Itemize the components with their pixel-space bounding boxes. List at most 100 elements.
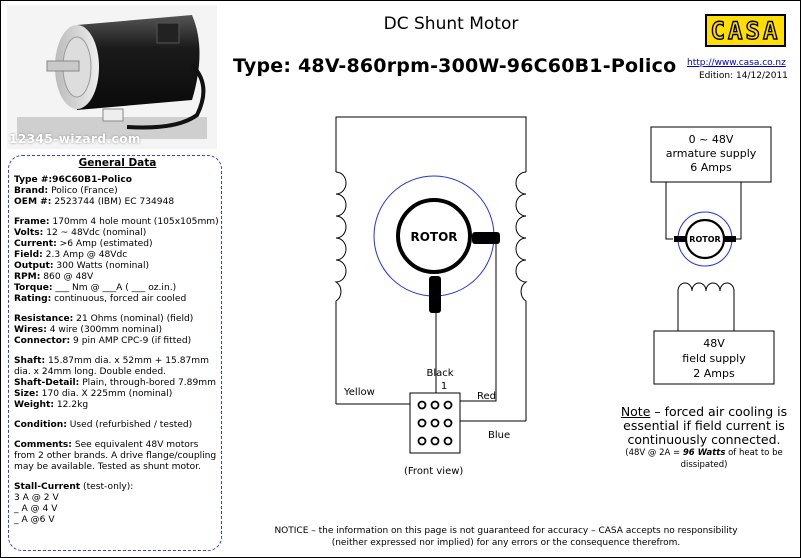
connector-pin [417, 418, 427, 428]
casa-logo-text: CASA [710, 16, 781, 45]
general-data-value: 9 pin AMP CPC-9 (if fitted) [70, 336, 192, 346]
armature-current: 6 Amps [690, 161, 732, 174]
general-data-value: 300 Watts (nominal) [53, 261, 150, 271]
general-data-label: Connector: [14, 336, 71, 346]
red-wire [460, 238, 497, 402]
armature-label: armature supply [666, 147, 757, 160]
connector-pin [443, 418, 453, 428]
motor-photo [7, 5, 217, 149]
field-coil-right [515, 171, 528, 302]
general-data-label: Volts: [14, 228, 44, 238]
general-data-value: _ A @ 4 V [14, 504, 58, 514]
armature-supply-box [650, 126, 772, 183]
general-data-label: Shaft-Detail: [14, 378, 80, 388]
blue-label: Blue [488, 430, 510, 441]
general-data-value: Polico (France) [48, 186, 118, 196]
general-data-value: 2.3 Amp @ 48Vdc [42, 250, 128, 260]
note-heat: (48V @ 2A = 96 Watts of heat to be dissi… [625, 448, 783, 470]
general-data-section: Frame: 170mm 4 hole mount (105x105mm)Vol… [14, 217, 221, 305]
general-data-label: Shaft: [14, 356, 46, 366]
general-data-row: Condition: Used (refurbished / tested) [14, 420, 221, 431]
general-data-label: Rating: [14, 294, 52, 304]
general-data-row: Volts: 12 ~ 48Vdc (nominal) [14, 228, 221, 239]
general-data-row: _ A @ 4 V [14, 504, 221, 515]
general-data-value: 15.87mm dia. x 52mm + 15.87mm dia. x 24m… [14, 356, 210, 377]
general-data-label: OEM #: [14, 197, 52, 207]
field-supply-box [653, 330, 775, 385]
general-data-label: Field: [14, 250, 43, 260]
note-text: – forced air cooling is essential if fie… [623, 404, 788, 447]
connector-pin [417, 436, 427, 446]
page-title: DC Shunt Motor [383, 14, 519, 34]
general-data-label: Type #:96C60B1-Polico [14, 175, 132, 185]
general-data-label: Resistance: [14, 314, 74, 324]
general-data-value: 12 ~ 48Vdc (nominal) [43, 228, 147, 238]
edition-date: Edition: 14/12/2011 [699, 71, 788, 81]
general-data-row: Comments: See equivalent 48V motors from… [14, 440, 221, 473]
frame-wire-top [335, 116, 527, 172]
general-data-row: Brand: Polico (France) [14, 186, 221, 197]
general-data-row: Stall-Current (test-only): [14, 482, 221, 493]
field-current: 2 Amps [693, 367, 735, 380]
field-label: field supply [682, 352, 746, 365]
general-data-row: Wires: 4 wire (300mm nominal) [14, 325, 221, 336]
black-label: Black [426, 368, 453, 379]
rotor-circle [396, 198, 472, 274]
armature-wire-left [665, 182, 673, 240]
casa-logo: CASA [705, 14, 786, 47]
general-data-label: Brand: [14, 186, 49, 196]
general-data-row: OEM #: 2523744 (IBM) EC 734948 [14, 197, 221, 208]
general-data-row: _ A @6 V [14, 515, 221, 526]
yellow-label: Yellow [343, 387, 375, 398]
general-data-value: 860 @ 48V [40, 272, 94, 282]
field-coil-small [677, 282, 735, 331]
general-data-label: Size: [14, 389, 39, 399]
pin-one-label: 1 [441, 381, 447, 392]
general-data-row: Current: >6 Amp (estimated) [14, 239, 221, 250]
general-data-section: Condition: Used (refurbished / tested) [14, 420, 221, 431]
general-data-row: Shaft-Detail: Plain, through-bored 7.89m… [14, 378, 221, 389]
general-data-value: Plain, through-bored 7.89mm [79, 378, 216, 388]
general-data-value: 170mm 4 hole mount (105x105mm) [49, 217, 219, 227]
general-data-section: Comments: See equivalent 48V motors from… [14, 440, 221, 473]
general-data-row: Shaft: 15.87mm dia. x 52mm + 15.87mm dia… [14, 356, 221, 378]
general-data-label: Current: [14, 239, 57, 249]
general-data-value: 12.2kg [53, 400, 89, 410]
general-data-label: Torque: [14, 283, 53, 293]
general-data-row: Rating: continuous, forced air cooled [14, 294, 221, 305]
general-data-label: Weight: [14, 400, 54, 410]
general-data-value: See equivalent 48V motors from 2 other b… [14, 440, 217, 472]
armature-wire-right [736, 182, 742, 240]
general-data-value: ___ Nm @ ___A ( ___ oz.in.) [52, 283, 177, 293]
general-data-value: 2523744 (IBM) EC 734948 [51, 197, 175, 207]
general-data-row: Type #:96C60B1-Polico [14, 175, 221, 186]
general-data-row: Resistance: 21 Ohms (nominal) (field) [14, 314, 221, 325]
general-data-value: Used (refurbished / tested) [66, 420, 193, 430]
supply-diagram: 0 ~ 48V armature supply 6 Amps ROTOR 48V… [650, 126, 775, 385]
general-data-row: Frame: 170mm 4 hole mount (105x105mm) [14, 217, 221, 228]
general-data-label: Comments: [14, 440, 72, 450]
general-data-row: Output: 300 Watts (nominal) [14, 261, 221, 272]
general-data-section: Resistance: 21 Ohms (nominal) (field)Wir… [14, 314, 221, 347]
connector-pin [417, 400, 427, 410]
general-data-row: 3 A @ 2 V [14, 493, 221, 504]
brush-bottom [429, 276, 441, 313]
general-data-value: continuous, forced air cooled [51, 294, 187, 304]
field-voltage: 48V [703, 337, 725, 350]
brush-right [472, 232, 500, 244]
disclaimer-notice: NOTICE – the information on this page is… [274, 526, 738, 548]
connector-pin [443, 400, 453, 410]
red-label: Red [477, 391, 496, 402]
general-data-value: 4 wire (300mm nominal) [46, 325, 163, 335]
connector-pin [430, 436, 440, 446]
general-data-label: Stall-Current [14, 482, 81, 492]
website-link[interactable]: http://www.casa.co.nz [687, 58, 786, 68]
general-data-row: RPM: 860 @ 48V [14, 272, 221, 283]
connector-pin [430, 418, 440, 428]
small-brush-right [724, 236, 736, 242]
general-data-section: Stall-Current (test-only):3 A @ 2 V_ A @… [14, 482, 221, 526]
note-lead: Note [620, 404, 651, 419]
